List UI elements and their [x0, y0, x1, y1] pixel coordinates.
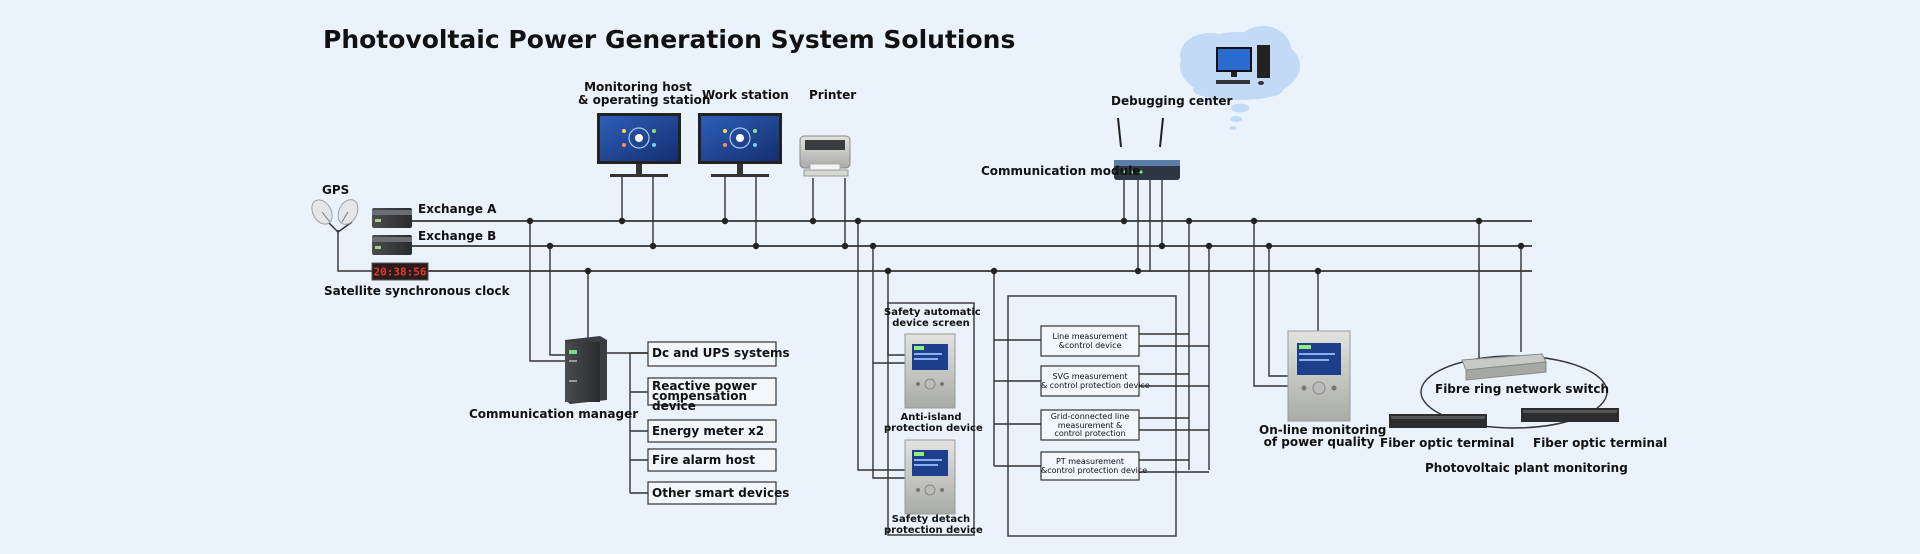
line-measurement-label: Line measurement &control device	[1041, 332, 1139, 350]
comm-device-other: Other smart devices	[652, 486, 790, 500]
comm-device-reactive-power: Reactive power compensation device	[652, 379, 757, 413]
exchange-b-label: Exchange B	[418, 229, 497, 243]
grid-connected-label: Grid-connected line measurement & contro…	[1041, 412, 1139, 439]
printer-label: Printer	[809, 88, 857, 102]
grid-connected-line1: Grid-connected line	[1050, 412, 1130, 421]
monitoring-host-line2: & operating station	[578, 93, 711, 107]
work-station-label: Work station	[702, 88, 789, 102]
satellite-clock-device: 20:38:56	[371, 262, 429, 281]
safety-device-frame	[887, 302, 975, 536]
fiber-terminal-icon	[1389, 408, 1619, 428]
pt-measurement-line1: PT measurement	[1055, 457, 1125, 466]
communication-module-label: Communication module	[981, 164, 1141, 178]
network-switch-icon	[1461, 353, 1547, 381]
desktop-computer-icon	[1216, 45, 1270, 85]
fibre-switch-label: Fibre ring network switch	[1435, 382, 1610, 396]
anti-island-line1: Anti-island	[900, 412, 962, 423]
fiber-terminal-left-label: Fiber optic terminal	[1380, 436, 1515, 450]
comm-device-boxes	[647, 341, 777, 505]
satellite-clock-label: Satellite synchronous clock	[324, 284, 510, 298]
connectors	[327, 176, 1608, 494]
monitor-icon	[597, 113, 681, 177]
junction-dots	[526, 217, 1525, 275]
svg-measurement-label: SVG measurement & control protection dev…	[1041, 372, 1150, 390]
bus-lines	[412, 220, 1532, 272]
debugging-center-label: Debugging center	[1111, 94, 1233, 108]
exchange-a-label: Exchange A	[418, 202, 497, 216]
monitoring-host-line1: Monitoring host	[584, 80, 692, 94]
grid-connected-line2: measurement &	[1057, 420, 1123, 430]
safety-detach-line2: protection device	[884, 524, 983, 536]
communication-manager-label: Communication manager	[469, 407, 639, 421]
server-icon	[372, 208, 412, 255]
monitor-icon	[698, 113, 782, 177]
router-icon	[1114, 117, 1180, 180]
fiber-terminal-right-label: Fiber optic terminal	[1533, 436, 1668, 450]
svg-measurement-line1: SVG measurement	[1052, 372, 1128, 381]
protection-boxes	[1040, 325, 1140, 481]
printer-icon	[799, 135, 851, 177]
comm-device-energy-meter: Energy meter x2	[652, 424, 765, 438]
anti-island-label: Anti-island protection device	[884, 412, 983, 434]
safety-detach-line1: Safety detach	[891, 514, 971, 525]
line-measurement-line2: &control device	[1058, 340, 1122, 350]
safety-detach-label: Safety detach protection device	[884, 514, 983, 536]
clock-display: 20:38:56	[374, 266, 427, 279]
protection-relay-icon	[1287, 330, 1351, 422]
page-title: Photovoltaic Power Generation System Sol…	[323, 25, 1016, 54]
satellite-dish-icon	[311, 199, 359, 225]
communication-manager-device	[565, 336, 607, 404]
safety-screen-line1: Safety automatic	[884, 307, 981, 318]
power-quality-line1: On-line monitoring	[1259, 423, 1387, 437]
monitoring-host-label: Monitoring host & operating station	[578, 80, 711, 107]
plant-monitoring-label: Photovoltaic plant monitoring	[1425, 461, 1628, 475]
power-quality-label: On-line monitoring of power quality	[1259, 423, 1387, 449]
comm-device-dc-ups: Dc and UPS systems	[652, 346, 790, 360]
pt-measurement-label: PT measurement &control protection devic…	[1041, 457, 1148, 475]
anti-island-line2: protection device	[884, 422, 983, 434]
safety-screen-line2: device screen	[892, 317, 970, 329]
pt-measurement-line2: &control protection device	[1041, 465, 1148, 475]
power-quality-line2: of power quality	[1263, 435, 1375, 449]
svg-measurement-line2: & control protection device	[1041, 380, 1150, 390]
line-measurement-line1: Line measurement	[1052, 332, 1128, 341]
comm-device-fire-alarm: Fire alarm host	[652, 453, 756, 467]
protection-relay-icon	[904, 439, 956, 515]
protection-relay-icon	[904, 333, 956, 409]
cloud-icon	[1180, 26, 1300, 130]
safety-screen-label: Safety automatic device screen	[884, 307, 981, 329]
grid-connected-line3: control protection	[1054, 429, 1126, 438]
gps-label: GPS	[322, 183, 350, 197]
protection-device-frame	[1007, 295, 1177, 537]
